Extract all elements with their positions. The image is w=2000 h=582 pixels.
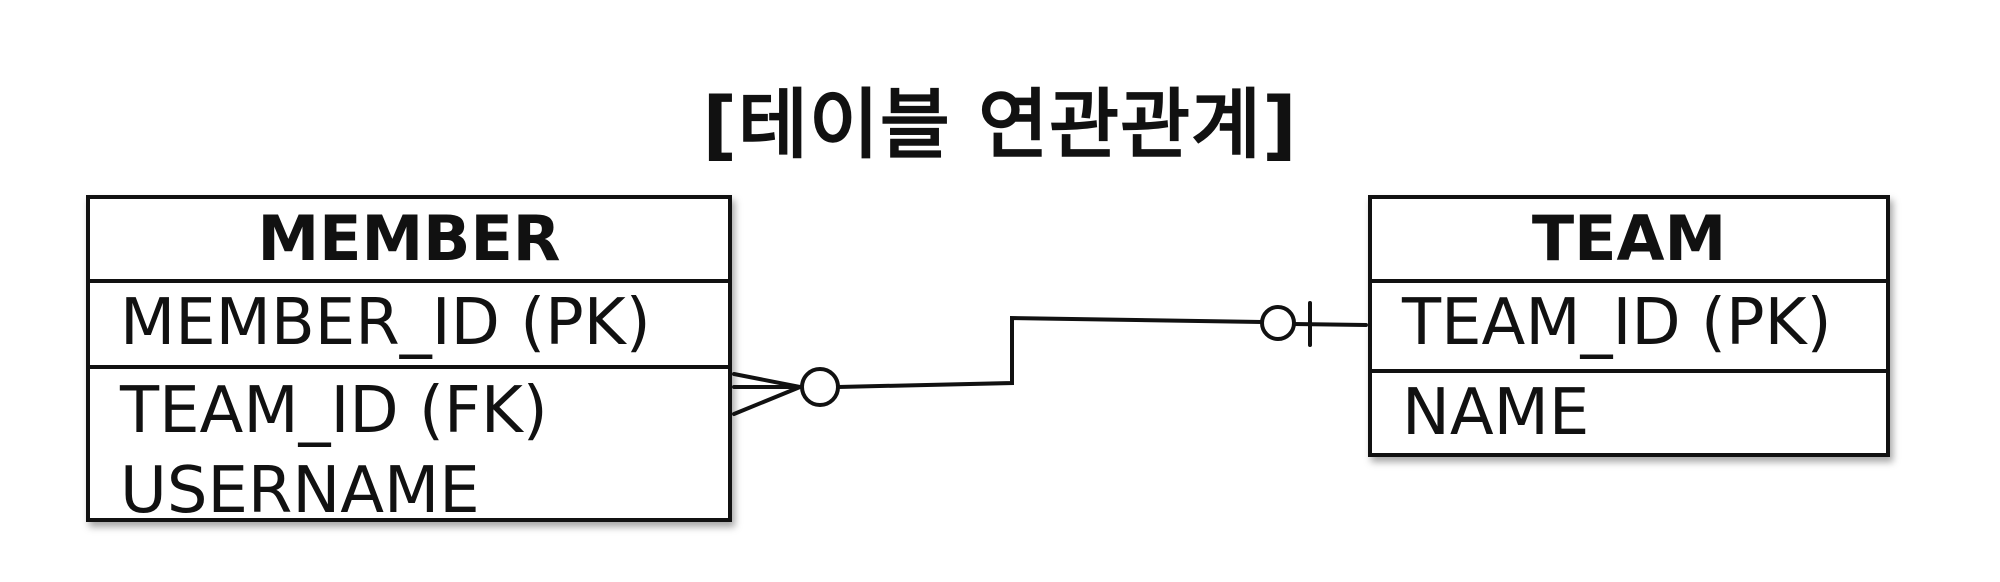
member-table-header: MEMBER: [90, 199, 728, 283]
team-field-name: NAME: [1402, 376, 1590, 450]
member-pk-section: MEMBER_ID (PK): [90, 283, 728, 365]
member-table: MEMBER MEMBER_ID (PK) TEAM_ID (FK) USERN…: [86, 195, 732, 528]
relationship-line: [836, 315, 1264, 389]
optional-circle-icon: [800, 367, 840, 407]
member-attributes-section: TEAM_ID (FK) USERNAME: [90, 365, 728, 531]
member-field-member-id: MEMBER_ID (PK): [120, 286, 651, 360]
member-field-username: USERNAME: [120, 454, 480, 528]
optional-circle-icon: [1260, 305, 1296, 341]
crows-foot-many-icon: [732, 372, 802, 416]
team-field-team-id: TEAM_ID (PK): [1402, 286, 1832, 360]
team-table: TEAM TEAM_ID (PK) NAME: [1368, 195, 1890, 457]
member-field-team-id: TEAM_ID (FK): [120, 374, 548, 448]
team-attributes-section: NAME: [1372, 369, 1886, 453]
diagram-title: [테이블 연관관계]: [702, 80, 1298, 169]
team-table-header: TEAM: [1372, 199, 1886, 283]
team-pk-section: TEAM_ID (PK): [1372, 283, 1886, 369]
one-bar-icon: [1292, 301, 1368, 347]
